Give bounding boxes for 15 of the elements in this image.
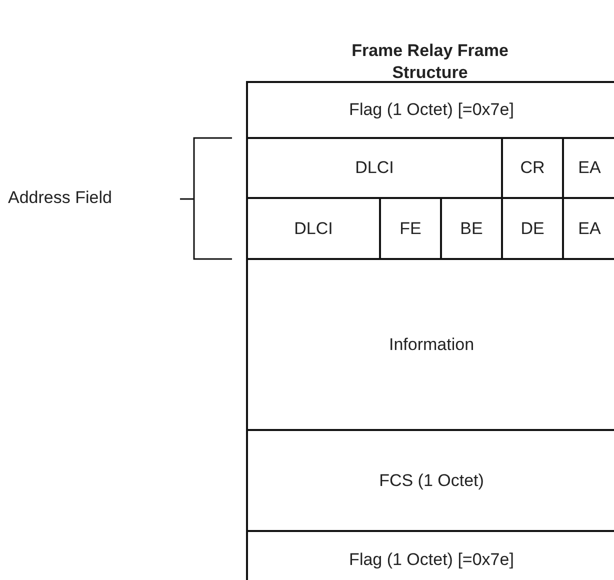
cell-text: Flag (1 Octet) [=0x7e] (349, 550, 514, 570)
cell-text: FE (400, 218, 422, 238)
cell-text: EA (578, 158, 601, 178)
field-label: Address Field (8, 188, 112, 208)
table-cell (246, 81, 614, 139)
cell-text: DLCI (355, 158, 394, 178)
cell-text: Flag (1 Octet) [=0x7e] (349, 100, 514, 120)
cell-text: EA (578, 218, 601, 238)
cell-text: BE (460, 218, 483, 238)
cell-text: FCS (1 Octet) (379, 470, 484, 490)
cell-text: DLCI (294, 218, 333, 238)
title: Frame Relay Frame Structure (350, 40, 510, 84)
cell-text: DE (520, 218, 544, 238)
cell-text: Information (388, 334, 474, 354)
cell-text: CR (520, 158, 545, 178)
